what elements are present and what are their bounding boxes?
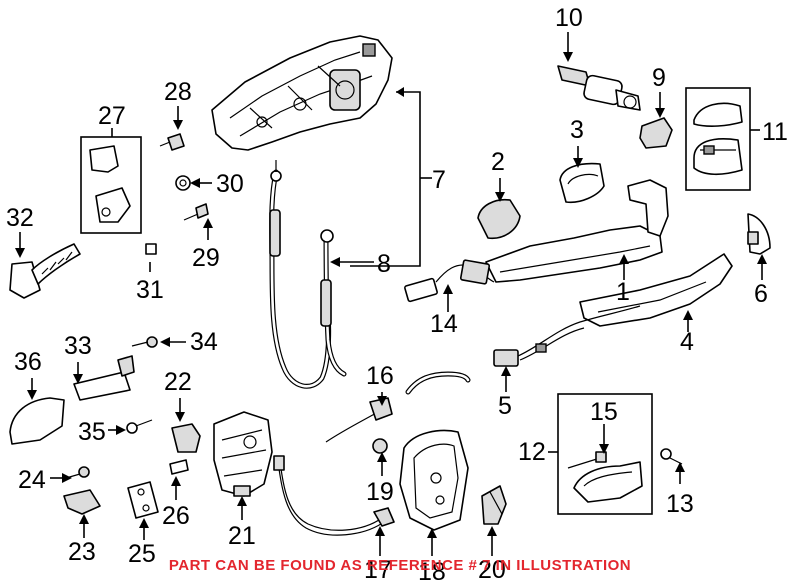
callout-31: 31 — [136, 276, 164, 304]
callout-26: 26 — [162, 502, 190, 530]
lock-cylinder — [557, 65, 641, 111]
latch-cover — [399, 429, 469, 531]
part-11-box — [685, 87, 751, 191]
callout-15: 15 — [590, 398, 618, 426]
callout-18: 18 — [418, 558, 446, 584]
handle-cap — [477, 198, 521, 240]
callout-21: 21 — [228, 522, 256, 550]
small-bracket — [171, 423, 201, 453]
wire-connector — [493, 305, 641, 367]
handle-carrier-frame — [211, 35, 393, 151]
callout-7: 7 — [432, 166, 446, 194]
callout-29: 29 — [192, 244, 220, 272]
callout-1: 1 — [616, 278, 630, 306]
callout-10: 10 — [555, 4, 583, 32]
callout-36: 36 — [14, 348, 42, 376]
motor-unit — [481, 485, 507, 525]
plate-25 — [127, 481, 159, 519]
screw-13 — [660, 448, 683, 465]
callout-30: 30 — [216, 170, 244, 198]
hinge-brackets — [89, 145, 131, 223]
callout-9: 9 — [652, 64, 666, 92]
part-27-box — [80, 136, 142, 234]
outside-door-handle — [485, 179, 669, 283]
part-12-box — [557, 393, 653, 515]
nut-30 — [175, 175, 191, 191]
callout-14: 14 — [430, 310, 458, 338]
door-cables — [269, 160, 347, 389]
callout-35: 35 — [78, 418, 106, 446]
callout-labels: 10 9 11 7 8 2 3 1 6 4 14 5 16 12 15 13 1… — [6, 4, 788, 584]
end-bracket — [747, 213, 771, 255]
callout-17: 17 — [364, 556, 392, 584]
callout-2: 2 — [491, 148, 505, 176]
callout-19: 19 — [366, 478, 394, 506]
bolt-35 — [126, 419, 153, 434]
callout-12: 12 — [518, 438, 546, 466]
striker-cover — [9, 397, 65, 445]
callout-22: 22 — [164, 368, 192, 396]
callout-34: 34 — [190, 328, 218, 356]
square-clip — [145, 243, 157, 255]
bolt-26 — [169, 459, 189, 475]
round-clip — [372, 438, 388, 454]
callout-25: 25 — [128, 540, 156, 568]
callout-33: 33 — [64, 332, 92, 360]
callout-8: 8 — [377, 250, 391, 278]
callout-20: 20 — [478, 556, 506, 584]
bolt-28 — [159, 133, 185, 151]
callout-28: 28 — [164, 78, 192, 106]
callout-13: 13 — [666, 490, 694, 518]
reference-note: PART CAN BE FOUND AS REFERENCE # 7 IN IL… — [168, 557, 632, 574]
callout-16: 16 — [366, 362, 394, 390]
bolt-34 — [131, 336, 158, 348]
handle-seal — [579, 253, 733, 327]
striker-plate — [73, 355, 135, 401]
screw-24 — [65, 466, 90, 479]
clip-23 — [63, 489, 101, 515]
callout-23: 23 — [68, 538, 96, 566]
release-cable — [325, 371, 471, 443]
gasket — [559, 162, 605, 204]
bolt-29 — [183, 203, 209, 221]
lower-cable — [273, 455, 395, 536]
callout-4: 4 — [680, 328, 694, 356]
door-latch — [213, 411, 273, 497]
callout-11: 11 — [762, 118, 788, 146]
switch-connector — [404, 259, 495, 303]
inside-handle — [567, 451, 643, 503]
callout-24: 24 — [18, 466, 46, 494]
callout-3: 3 — [570, 116, 584, 144]
trim-caps — [693, 102, 743, 176]
check-strap — [9, 243, 81, 299]
lock-cap — [639, 117, 673, 149]
leader-lines — [15, 32, 767, 556]
callout-5: 5 — [498, 392, 512, 420]
callout-32: 32 — [6, 204, 34, 232]
callout-27: 27 — [98, 102, 126, 130]
callout-6: 6 — [754, 280, 768, 308]
